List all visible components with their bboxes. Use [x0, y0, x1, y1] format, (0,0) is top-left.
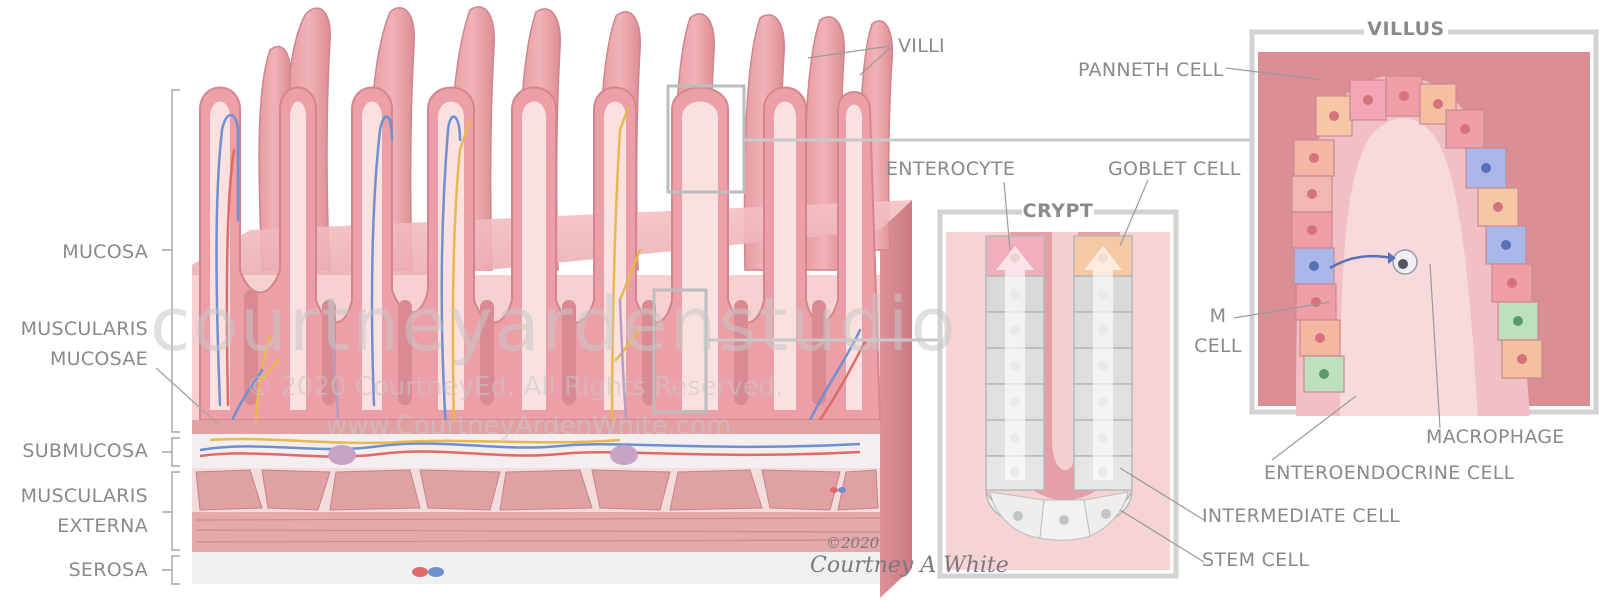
serosa-artery [412, 567, 428, 577]
serosa-vein [428, 567, 444, 577]
muscle-bundles [195, 469, 879, 511]
migration-arrows [996, 246, 1122, 480]
label-villi: VILLI [898, 35, 945, 57]
block-side-face [880, 200, 912, 598]
label-enterocyte: ENTEROCYTE [886, 158, 1015, 180]
antigen-transport-arrow [1329, 254, 1393, 270]
label-crypt: CRYPT [1023, 200, 1094, 222]
crypt-panel [937, 198, 1179, 579]
submucosa-layer [192, 434, 880, 468]
label-m-cell-line1: M [1210, 305, 1227, 327]
ganglion-left [328, 445, 356, 465]
submucosa-vessels [199, 437, 861, 458]
label-mucosa: MUCOSA [62, 241, 148, 263]
label-serosa: SEROSA [69, 559, 148, 581]
signature-name: Courtney A White [810, 553, 1009, 578]
front-villi [199, 86, 882, 421]
label-muscularis-externa-line2: EXTERNA [57, 515, 148, 537]
label-muscularis-mucosae-line2: MUCOSAE [50, 348, 148, 370]
label-stem-cell: STEM CELL [1202, 549, 1309, 571]
watermark-copyright: © 2020 CourtneyEd. All Rights Reserved. [246, 372, 784, 402]
muscularis-mucosae-layer [192, 420, 880, 434]
crypt-zoom-box [652, 288, 708, 414]
label-enteroendocrine-cell: ENTEROENDOCRINE CELL [1264, 462, 1515, 484]
layer-brackets [155, 89, 219, 585]
watermark-studio: courtneyardenstudio [150, 282, 958, 368]
signature-year: ©2020 [826, 534, 880, 552]
label-muscularis-externa-line1: MUSCULARIS [21, 485, 148, 507]
villus-panel [1249, 16, 1599, 416]
label-macrophage: MACROPHAGE [1426, 426, 1565, 448]
vessels [215, 106, 868, 442]
label-submucosa: SUBMUCOSA [22, 440, 148, 462]
label-muscularis-mucosae-line1: MUSCULARIS [21, 318, 148, 340]
ganglion-right [610, 445, 638, 465]
label-m-cell-line2: CELL [1194, 335, 1242, 357]
tissue-block [192, 6, 912, 598]
label-intermediate-cell: INTERMEDIATE CELL [1202, 505, 1400, 527]
serosa-layer [192, 552, 880, 584]
label-villus: VILLUS [1367, 18, 1444, 40]
leader-lines [807, 45, 1441, 563]
label-panneth-cell: PANNETH CELL [1078, 59, 1224, 81]
watermark-url: www.CourtneyArdenWhite.com [326, 411, 731, 441]
label-goblet-cell: GOBLET CELL [1108, 158, 1241, 180]
